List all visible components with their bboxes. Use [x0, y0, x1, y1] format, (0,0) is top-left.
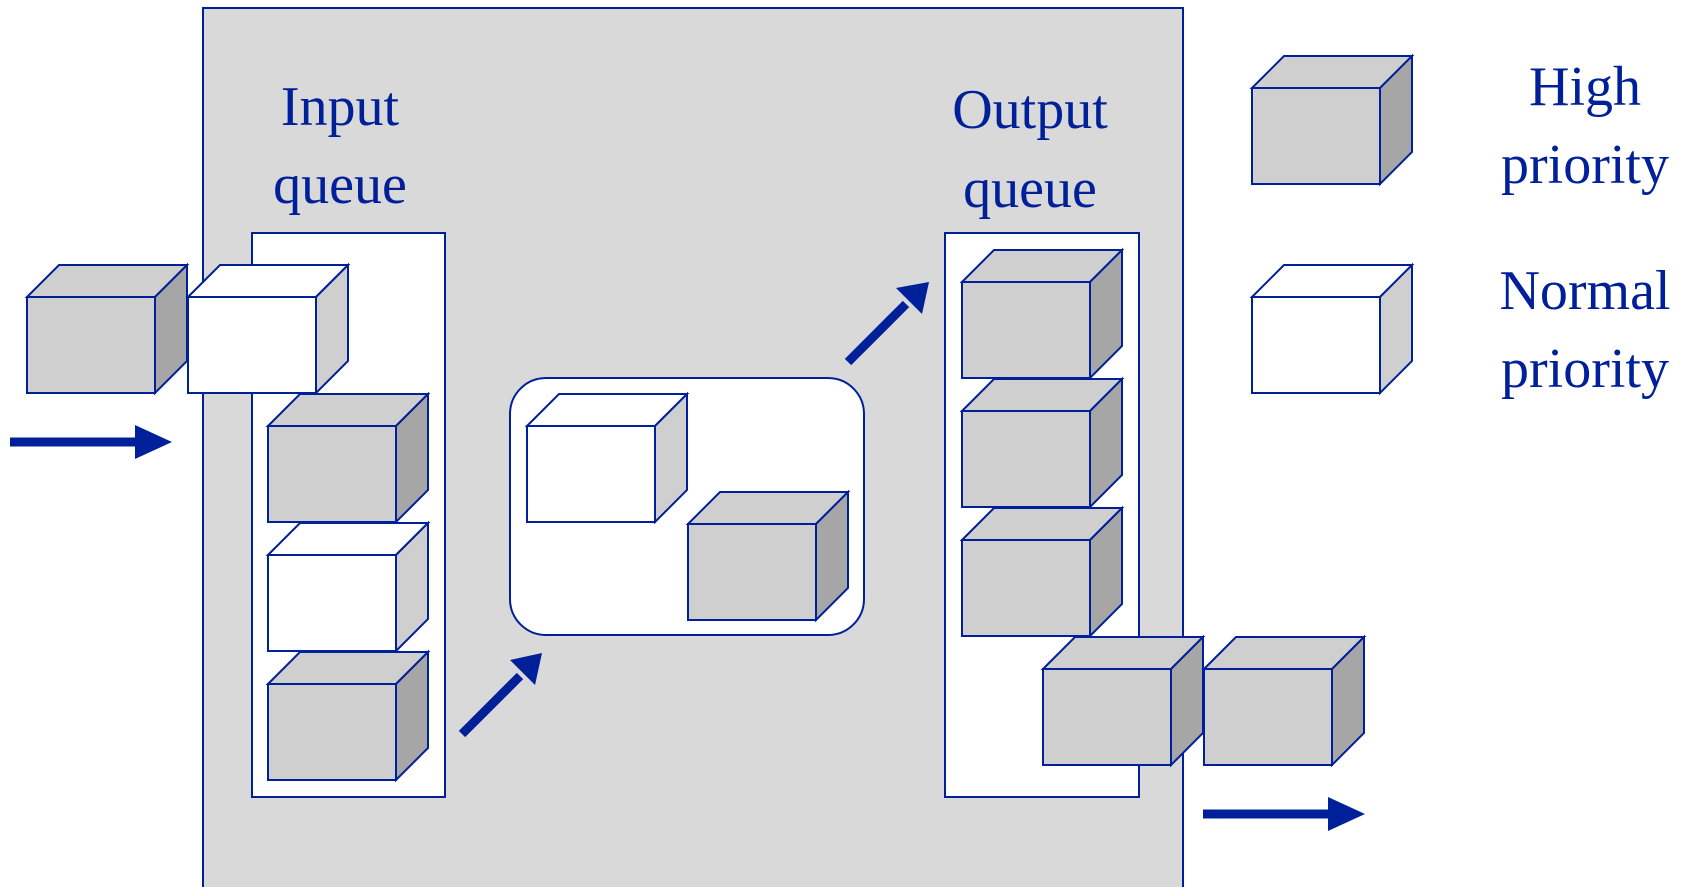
- processing-to-output-arrow: [844, 282, 929, 366]
- packet-normal-priority: [524, 391, 690, 525]
- legend-high-line2: priority: [1501, 134, 1669, 196]
- output-queue-title-line1: Output: [952, 79, 1108, 141]
- packet-normal-priority: [265, 520, 431, 654]
- legend-high-cube-icon: [1249, 53, 1415, 187]
- incoming-packets: [24, 262, 351, 396]
- input-queue-stack: [265, 391, 431, 783]
- output-queue-stack: [959, 247, 1125, 639]
- incoming-arrow: [10, 425, 172, 459]
- packet-normal-priority: [185, 262, 351, 396]
- legend-normal-line2: priority: [1501, 338, 1669, 400]
- output-queue: Output queue: [944, 79, 1367, 798]
- processing-area: [509, 377, 865, 636]
- flow-arrows: [10, 282, 1365, 831]
- packet-high-priority: [959, 247, 1125, 381]
- legend-normal-cube-icon: [1249, 262, 1415, 396]
- legend-normal-line1: Normal: [1499, 260, 1670, 322]
- packet-high-priority: [265, 391, 431, 525]
- packet-high-priority: [1201, 634, 1367, 768]
- output-queue-title-line2: queue: [963, 158, 1097, 220]
- input-queue-title-line1: Input: [281, 76, 400, 138]
- processing-packets: [524, 391, 851, 623]
- legend-normal-priority-swatch: [1249, 262, 1415, 396]
- outgoing-packets: [1040, 634, 1367, 768]
- outgoing-arrow: [1203, 797, 1365, 831]
- packet-high-priority: [24, 262, 190, 396]
- packet-high-priority: [1040, 634, 1206, 768]
- legend: High priority Normal priority: [1249, 53, 1671, 400]
- legend-high-line1: High: [1529, 56, 1641, 118]
- input-queue: Input queue: [24, 76, 446, 798]
- packet-high-priority: [959, 376, 1125, 510]
- input-to-processing-arrow: [458, 653, 542, 738]
- legend-high-priority-swatch: [1249, 53, 1415, 187]
- input-queue-title-line2: queue: [273, 154, 407, 216]
- packet-high-priority: [959, 505, 1125, 639]
- packet-high-priority: [265, 649, 431, 783]
- packet-high-priority: [685, 489, 851, 623]
